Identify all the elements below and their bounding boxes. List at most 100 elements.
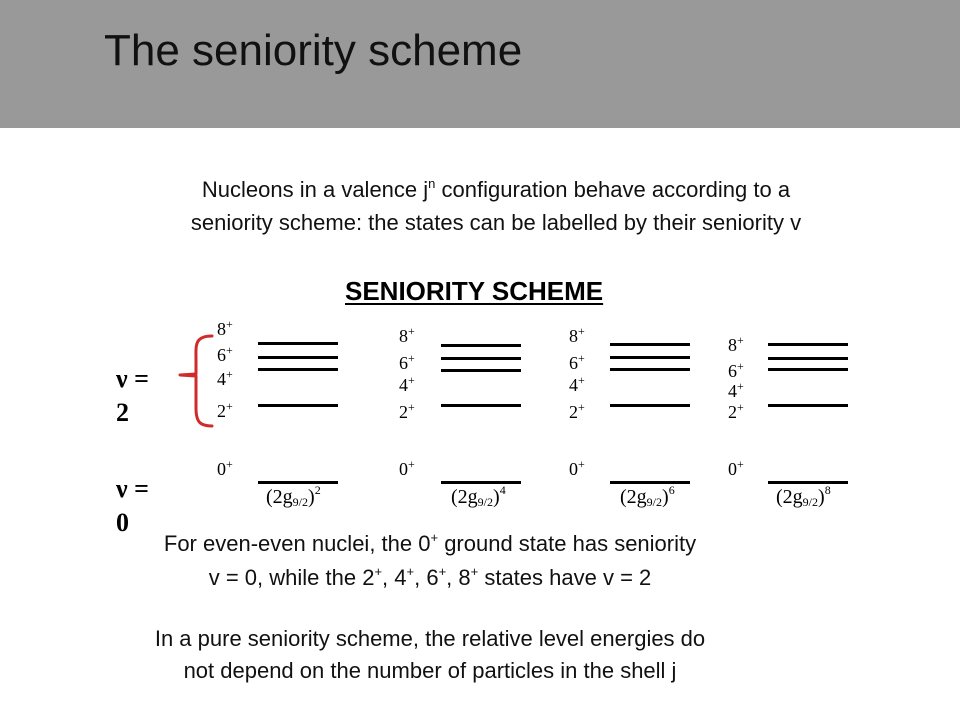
config-close: ) (818, 486, 825, 508)
level-line (258, 368, 338, 371)
level-line (441, 369, 521, 372)
level-label: 0+ (217, 458, 233, 478)
level-spin: 0 (217, 459, 226, 479)
level-spin: 0 (569, 459, 578, 479)
level-spin: 2 (217, 401, 226, 421)
note-superscript: + (374, 564, 383, 579)
note-2-line-1: In a pure seniority scheme, the relative… (154, 626, 706, 651)
level-line (441, 344, 521, 347)
level-parity: + (408, 457, 415, 471)
configuration-label: (2g9/2)8 (776, 484, 831, 508)
level-spin: 6 (569, 353, 578, 373)
level-spin: 2 (399, 402, 408, 422)
level-spin: 4 (217, 369, 226, 389)
level-parity: + (578, 351, 585, 365)
level-line (258, 481, 338, 484)
level-line (768, 343, 848, 346)
level-line (768, 357, 848, 360)
level-line (768, 481, 848, 484)
level-spin: 8 (569, 326, 578, 346)
level-parity: + (737, 457, 744, 471)
note-1-line-1: For even-even nuclei, the 0+ ground stat… (0, 530, 860, 557)
level-spin: 0 (399, 459, 408, 479)
level-line (258, 404, 338, 407)
level-label: 4+ (217, 368, 233, 388)
level-spin: 8 (217, 319, 226, 339)
level-spin: 6 (217, 345, 226, 365)
level-label: 4+ (399, 374, 415, 394)
note-superscript: + (430, 530, 439, 545)
level-parity: + (737, 333, 744, 347)
level-parity: + (578, 324, 585, 338)
level-spin: 4 (399, 375, 408, 395)
level-parity: + (578, 373, 585, 387)
level-parity: + (408, 324, 415, 338)
note-1-line-2: v = 0, while the 2+, 4+, 6+, 8+ states h… (0, 564, 860, 591)
level-spin: 6 (399, 353, 408, 373)
configuration-label: (2g9/2)6 (620, 484, 675, 508)
level-spin: 4 (569, 375, 578, 395)
config-base: (2g (451, 486, 478, 508)
note-superscript: + (406, 564, 415, 579)
level-parity: + (226, 457, 233, 471)
intro-line-2: seniority scheme: the states can be labe… (190, 210, 802, 235)
note-text: For even-even nuclei, the 0 (163, 531, 431, 556)
level-label: 8+ (217, 318, 233, 338)
config-exponent: 2 (314, 483, 321, 497)
level-label: 8+ (728, 334, 744, 354)
level-label: 2+ (728, 401, 744, 421)
seniority-0-label: ν = (116, 474, 149, 503)
level-label: 6+ (728, 360, 744, 380)
level-parity: + (408, 400, 415, 414)
level-spin: 8 (728, 335, 737, 355)
note-text: , 8 (446, 565, 471, 590)
level-parity: + (408, 351, 415, 365)
intro-superscript: n (428, 176, 436, 191)
level-label: 0+ (569, 458, 585, 478)
level-label: 6+ (399, 352, 415, 372)
level-spin: 2 (569, 402, 578, 422)
level-label: 4+ (569, 374, 585, 394)
level-spin: 8 (399, 326, 408, 346)
level-parity: + (408, 373, 415, 387)
level-line (258, 356, 338, 359)
note-superscript: + (470, 564, 479, 579)
seniority-0-value: 0 (116, 508, 129, 537)
intro-text: Nucleons in a valence j (201, 177, 429, 202)
note-superscript: + (438, 564, 447, 579)
level-label: 0+ (728, 458, 744, 478)
note-text: ground state has seniority (438, 531, 697, 556)
level-spin: 0 (728, 459, 737, 479)
level-line (768, 404, 848, 407)
level-line (610, 404, 690, 407)
level-spin: 6 (728, 361, 737, 381)
level-spin: 4 (728, 381, 737, 401)
level-label: 6+ (217, 344, 233, 364)
config-base: (2g (266, 486, 293, 508)
seniority-2-value: 2 (116, 398, 129, 427)
seniority-2-label: ν = (116, 364, 149, 393)
config-close: ) (308, 486, 315, 508)
level-label: 2+ (217, 400, 233, 420)
level-parity: + (578, 457, 585, 471)
level-label: 6+ (569, 352, 585, 372)
level-parity: + (737, 400, 744, 414)
header-bar (0, 0, 960, 128)
level-parity: + (226, 317, 233, 331)
config-subscript: 9/2 (802, 495, 819, 509)
level-label: 2+ (569, 401, 585, 421)
level-line (610, 343, 690, 346)
note-text: , 6 (414, 565, 439, 590)
level-parity: + (737, 379, 744, 393)
note-text: v = 0, while the 2 (208, 565, 375, 590)
intro-line-1: Nucleons in a valence jn configuration b… (0, 176, 960, 203)
level-spin: 2 (728, 402, 737, 422)
level-line (441, 481, 521, 484)
level-line (258, 342, 338, 345)
level-label: 8+ (569, 325, 585, 345)
level-line (441, 404, 521, 407)
config-close: ) (493, 486, 500, 508)
level-line (610, 481, 690, 484)
level-label: 2+ (399, 401, 415, 421)
intro-text: configuration behave according to a (435, 177, 791, 202)
